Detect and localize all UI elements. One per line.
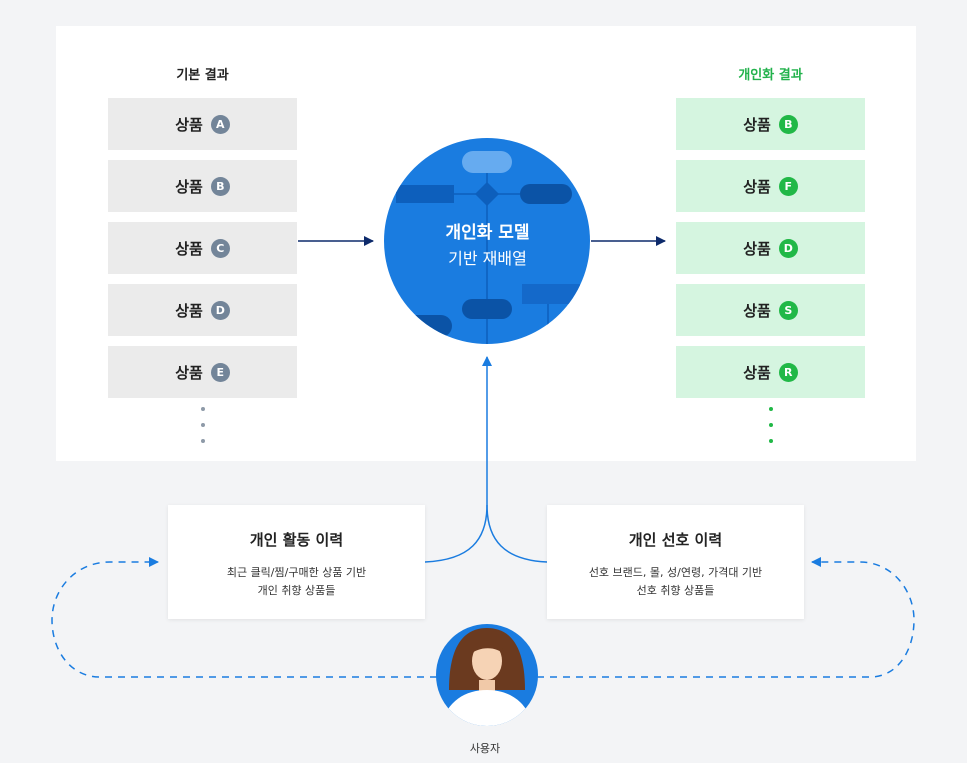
personalized-item-d: 상품 D bbox=[676, 222, 865, 274]
ellipsis-dot bbox=[201, 407, 205, 411]
activity-card-line: 최근 클릭/찜/구매한 상품 기반 bbox=[226, 566, 367, 579]
product-badge: C bbox=[210, 238, 230, 258]
dashed-loop-left bbox=[51, 557, 437, 678]
product-label: 상품 bbox=[175, 301, 203, 320]
personalized-item-s: 상품 S bbox=[676, 284, 865, 336]
personalized-results-title: 개인화 결과 bbox=[738, 68, 803, 83]
base-item-d: 상품 D bbox=[108, 284, 297, 336]
ellipsis-dot bbox=[201, 423, 205, 427]
base-item-e: 상품 E bbox=[108, 346, 297, 398]
product-badge: B bbox=[778, 114, 798, 134]
product-label: 상품 bbox=[743, 115, 771, 134]
ellipsis-dot bbox=[769, 407, 773, 411]
product-label: 상품 bbox=[743, 239, 771, 258]
product-label: 상품 bbox=[743, 301, 771, 320]
base-item-b: 상품 B bbox=[108, 160, 297, 212]
activity-card-description: 최근 클릭/찜/구매한 상품 기반 개인 취향 상품들 bbox=[168, 564, 425, 600]
base-item-a: 상품 A bbox=[108, 98, 297, 150]
product-badge: R bbox=[778, 362, 798, 382]
ellipsis-dot bbox=[769, 439, 773, 443]
preference-history-card: 개인 선호 이력 선호 브랜드, 몰, 성/연령, 가격대 기반 선호 취향 상… bbox=[547, 505, 804, 619]
product-badge: D bbox=[210, 300, 230, 320]
base-item-c: 상품 C bbox=[108, 222, 297, 274]
ellipsis-dot bbox=[769, 423, 773, 427]
model-subtitle: 기반 재배열 bbox=[448, 249, 527, 268]
product-badge: A bbox=[210, 114, 230, 134]
connector-preference bbox=[486, 504, 548, 563]
product-label: 상품 bbox=[175, 115, 203, 134]
preference-card-description: 선호 브랜드, 몰, 성/연령, 가격대 기반 선호 취향 상품들 bbox=[547, 564, 804, 600]
preference-card-title: 개인 선호 이력 bbox=[628, 531, 723, 549]
base-results-title: 기본 결과 bbox=[176, 68, 229, 83]
product-badge: E bbox=[210, 362, 230, 382]
product-badge: B bbox=[210, 176, 230, 196]
personalized-item-b: 상품 B bbox=[676, 98, 865, 150]
preference-card-line: 선호 취향 상품들 bbox=[636, 584, 715, 597]
dashed-loop-right bbox=[537, 557, 915, 678]
product-label: 상품 bbox=[743, 177, 771, 196]
user-label: 사용자 bbox=[469, 742, 501, 755]
product-badge: D bbox=[778, 238, 798, 258]
personalized-item-f: 상품 F bbox=[676, 160, 865, 212]
personalized-item-r: 상품 R bbox=[676, 346, 865, 398]
user-avatar bbox=[436, 624, 538, 726]
product-badge: F bbox=[778, 176, 798, 196]
preference-card-line: 선호 브랜드, 몰, 성/연령, 가격대 기반 bbox=[588, 566, 763, 579]
product-label: 상품 bbox=[175, 239, 203, 258]
activity-card-line: 개인 취향 상품들 bbox=[257, 584, 336, 597]
connector-activity bbox=[424, 504, 488, 563]
product-label: 상품 bbox=[175, 363, 203, 382]
product-label: 상품 bbox=[743, 363, 771, 382]
product-badge: S bbox=[778, 300, 798, 320]
model-circle bbox=[384, 138, 590, 344]
ellipsis-dot bbox=[201, 439, 205, 443]
activity-history-card: 개인 활동 이력 최근 클릭/찜/구매한 상품 기반 개인 취향 상품들 bbox=[168, 505, 425, 619]
activity-card-title: 개인 활동 이력 bbox=[249, 531, 344, 549]
product-label: 상품 bbox=[175, 177, 203, 196]
model-title: 개인화 모델 bbox=[445, 223, 530, 243]
